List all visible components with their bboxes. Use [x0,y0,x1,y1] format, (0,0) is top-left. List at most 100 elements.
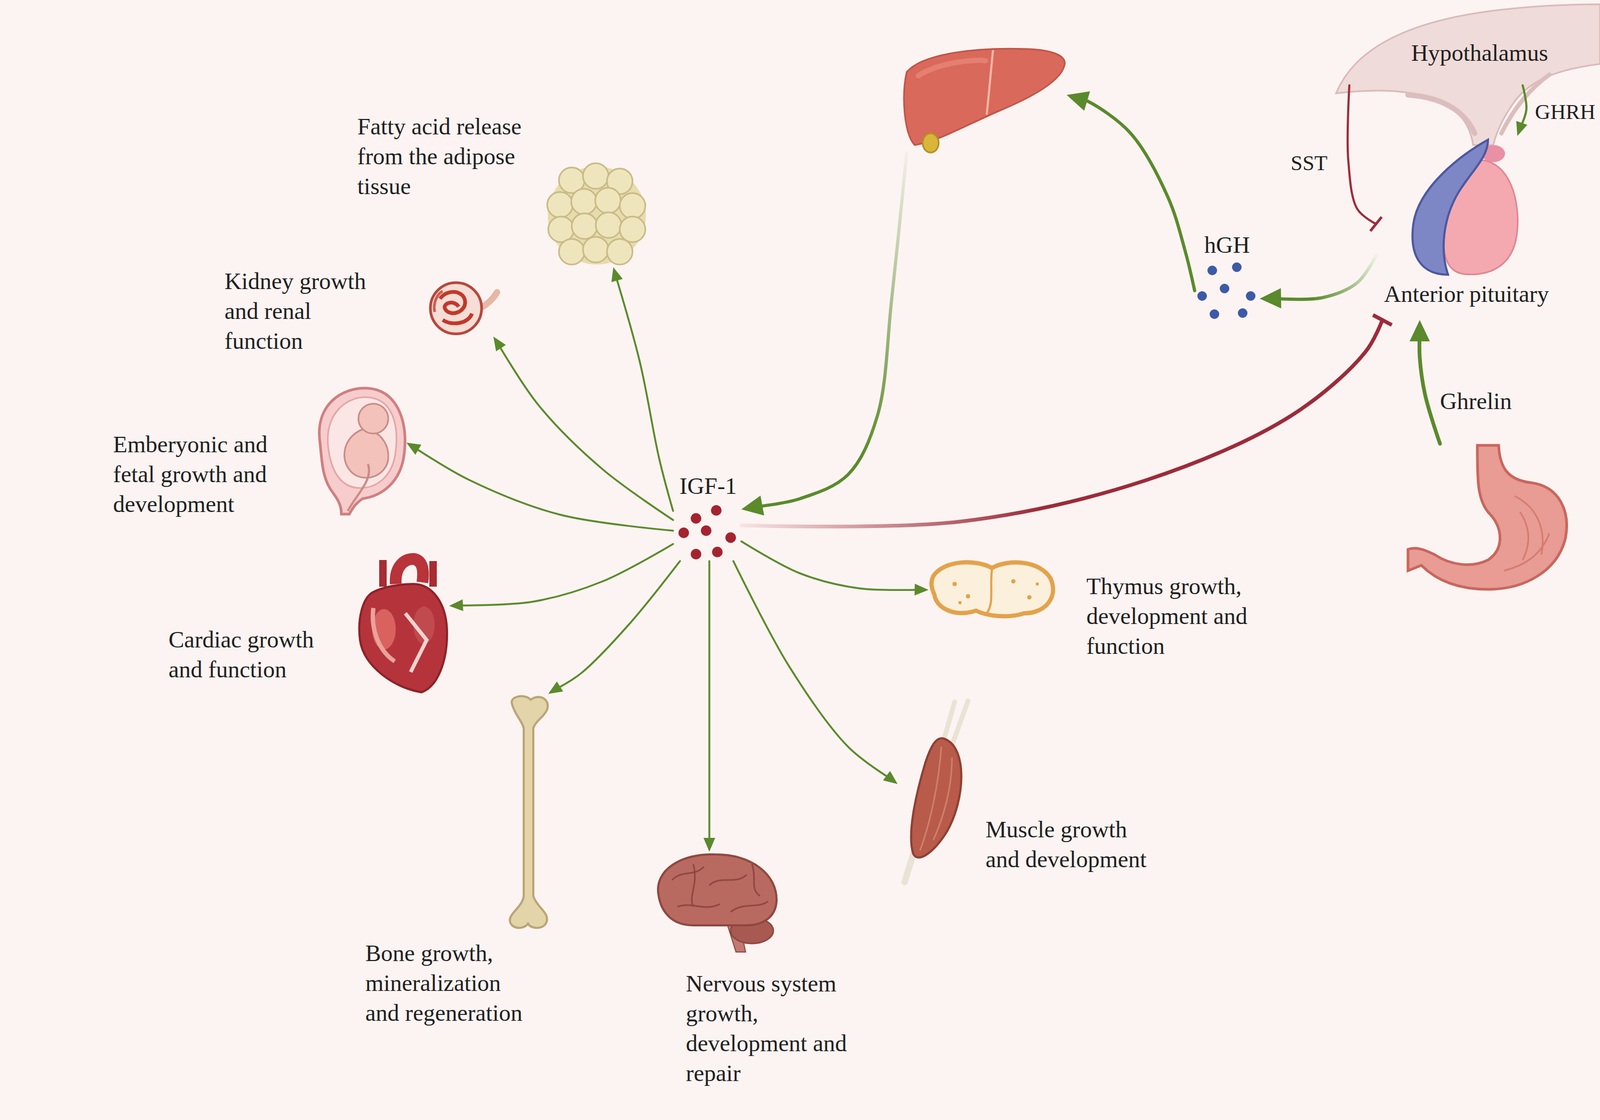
arrow-head [406,442,422,455]
heart-target: Cardiac growth and function [357,556,450,694]
hgh-dots-part [1207,265,1218,276]
arrow-head [703,837,716,852]
stimulation-arrow [1409,320,1440,444]
node-label: Hypothalamus [1411,38,1549,69]
igf-dots-part [725,532,736,543]
igf-dots-part [678,527,690,539]
adipose-drawing-part [619,216,646,243]
connector-line [1272,256,1376,300]
node-label: Fatty acid release from the adipose tiss… [357,112,534,202]
kidney-nephron-drawing [430,282,498,334]
connector-line [457,544,674,606]
liver-drawing-part [904,48,1065,146]
hgh-dots-part [1197,291,1207,301]
node-label: Nervous system growth, development and r… [685,969,862,1089]
secretion-arrow [1259,256,1376,309]
secretion-arrow [1066,91,1195,291]
kidney-nephron-drawing-part [440,291,466,314]
muscle-drawing-part [933,757,952,840]
arrow-head [741,495,765,516]
arrow-head [1066,91,1091,111]
thymus-drawing-part [958,601,962,605]
liver-drawing-part [922,133,939,153]
brain-drawing-part [677,904,720,908]
stomach-drawing-part [1514,496,1543,555]
thymus-drawing-part [986,569,992,614]
embryo-drawing [319,388,406,515]
secretion-arrow [741,153,907,516]
arrow-head [914,583,929,596]
muscle-drawing-part [951,700,968,747]
hgh-dots-part [1245,291,1256,301]
connector-label: Ghrelin [1440,386,1512,417]
arrow-head [1516,121,1528,136]
connector-line [754,153,907,508]
igf-dots-part [700,525,712,536]
adipose-drawing-part [595,212,622,238]
hgh-cluster: hGH [1194,261,1260,320]
brain-drawing-part [691,864,695,907]
arrow-head [883,771,898,784]
brain-drawing-part [752,864,760,896]
connector-line [1520,85,1527,128]
muscle-drawing-part [920,746,942,851]
thymus-drawing-part [952,581,957,587]
adipose-drawing-part [606,238,633,265]
connector-line [1419,332,1440,444]
node-label: hGH [1204,230,1251,261]
thymus-drawing-part [1035,582,1039,586]
feedback-inhibition-line [741,315,1392,527]
brain-target: Nervous system growth, development and r… [652,851,781,955]
embryo-drawing-part [344,429,389,478]
brain-drawing-part [709,874,747,886]
adipose-drawing-part [571,213,598,239]
igf-dots-part [690,513,702,524]
brain-drawing-part [658,854,777,926]
connector-line [413,446,674,531]
connector-label: SST [1290,148,1328,179]
pituitary-drawing [1412,139,1518,275]
thymus-drawing-part [952,579,1039,605]
adipose-drawing-part [582,236,609,263]
connector-line [708,561,711,844]
connector-line [555,561,680,690]
hypothalamus-drawing-part [1408,94,1475,134]
arrow-head [1259,288,1282,309]
heart-drawing-part [372,608,395,662]
effect-arrow [493,336,674,520]
muscle-drawing-part [920,746,952,851]
thymus-drawing-part [1027,595,1032,600]
pituitary-gland: Anterior pituitary [1376,136,1576,320]
bone-target: Bone growth, mineralization and regenera… [505,693,551,931]
connector-line [498,343,674,520]
stomach-organ [1405,443,1572,592]
hypothalamus-region: Hypothalamus [1333,10,1598,86]
adipose-drawing-part [619,193,646,219]
effect-arrow [611,267,674,511]
hypothalamus-drawing-part [1336,4,1600,146]
embryo-drawing-part [347,464,370,511]
connector-line [741,541,920,590]
connector-line [1078,98,1195,291]
node-label: Cardiac growth and function [168,625,329,685]
stomach-drawing-part [1520,512,1529,560]
thymus-drawing-part [1011,579,1016,584]
igf-dots [678,505,736,560]
adipose-drawing-part [547,192,573,218]
hypothalamus-drawing [1336,4,1600,146]
brain-drawing-part [672,864,768,912]
connector-line [733,561,892,780]
node-label: Kidney growth and renal function [224,266,380,357]
hgh-dots-part [1232,262,1242,272]
stomach-drawing-part [1408,445,1567,590]
arrow-head [493,336,506,352]
arrow-head [449,599,464,612]
effect-arrow [449,544,674,612]
adipose-drawing-part [595,187,621,214]
thymus-target: Thymus growth, development and function [928,556,1056,621]
kidney-nephron-drawing-part [442,313,472,324]
node-label: Thymus growth, development and function [1086,571,1258,662]
adipose-drawing-part [547,163,646,265]
kidney-nephron-drawing-part [430,282,482,334]
brain-drawing-part [730,901,768,912]
